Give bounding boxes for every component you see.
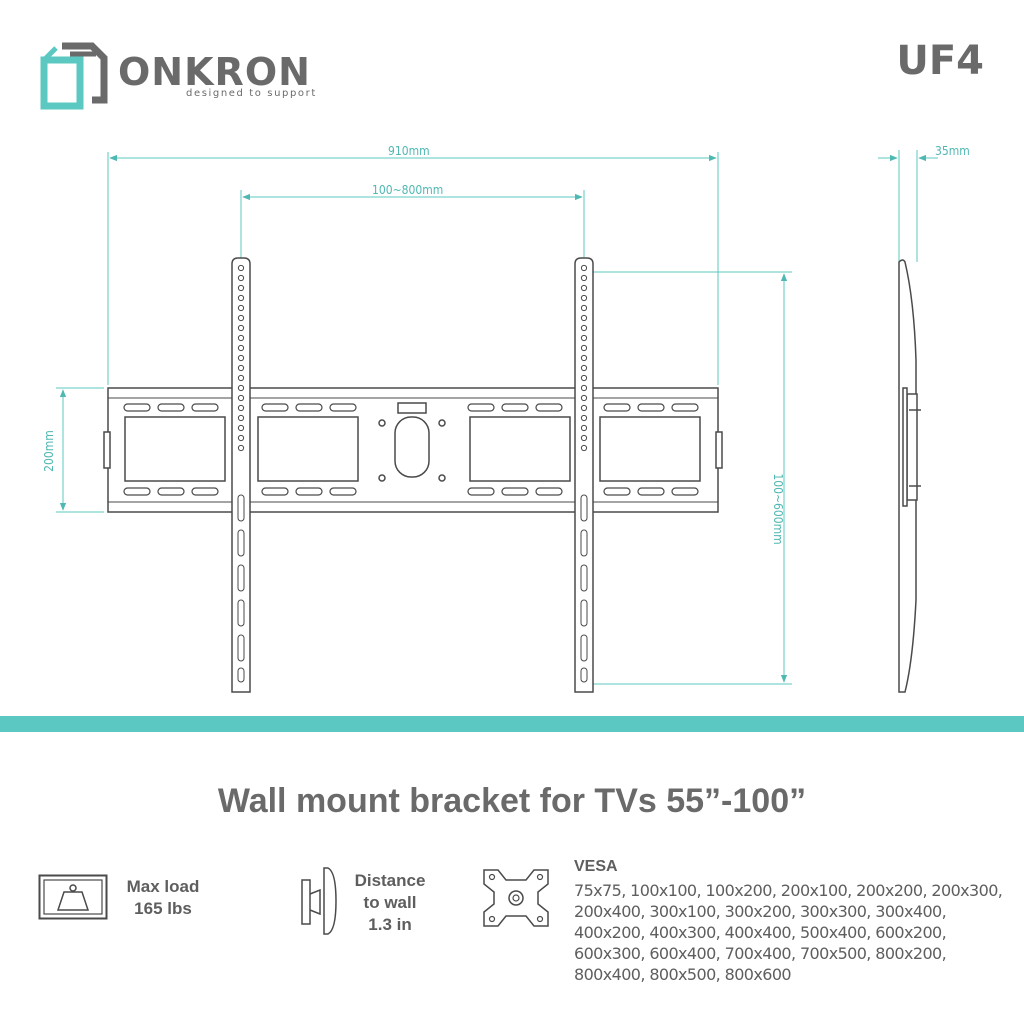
distance-label: Distance to wall 1.3 in <box>340 870 440 936</box>
distance-subtitle: to wall <box>363 893 417 912</box>
max-load-label: Max load 165 lbs <box>108 876 218 920</box>
accent-band <box>0 716 1024 732</box>
bracket-drawing <box>56 150 938 693</box>
dim-plate-height: 200mm <box>41 430 56 472</box>
distance-value: 1.3 in <box>368 915 412 934</box>
brand-tagline: designed to support <box>186 88 317 99</box>
model-name: UF4 <box>896 38 984 84</box>
onkron-logo-icon <box>40 42 108 110</box>
dim-total-width: 910mm <box>388 144 430 158</box>
dim-vesa-horizontal: 100~800mm <box>372 183 444 197</box>
distance-title: Distance <box>354 871 426 890</box>
vesa-plate-icon <box>483 869 549 927</box>
vesa-sizes: 75x75, 100x100, 100x200, 200x100, 200x20… <box>574 881 1003 984</box>
dim-vesa-vertical: 100~600mm <box>771 473 785 545</box>
vesa-title: VESA <box>574 858 618 875</box>
max-load-value: 165 lbs <box>134 899 192 918</box>
product-headline: Wall mount bracket for TVs 55”-100” <box>217 782 807 820</box>
brand-name: ONKRON <box>118 50 311 94</box>
dim-depth: 35mm <box>935 144 970 158</box>
weight-icon <box>38 874 108 920</box>
wall-distance-icon <box>301 867 337 935</box>
max-load-title: Max load <box>126 877 200 896</box>
